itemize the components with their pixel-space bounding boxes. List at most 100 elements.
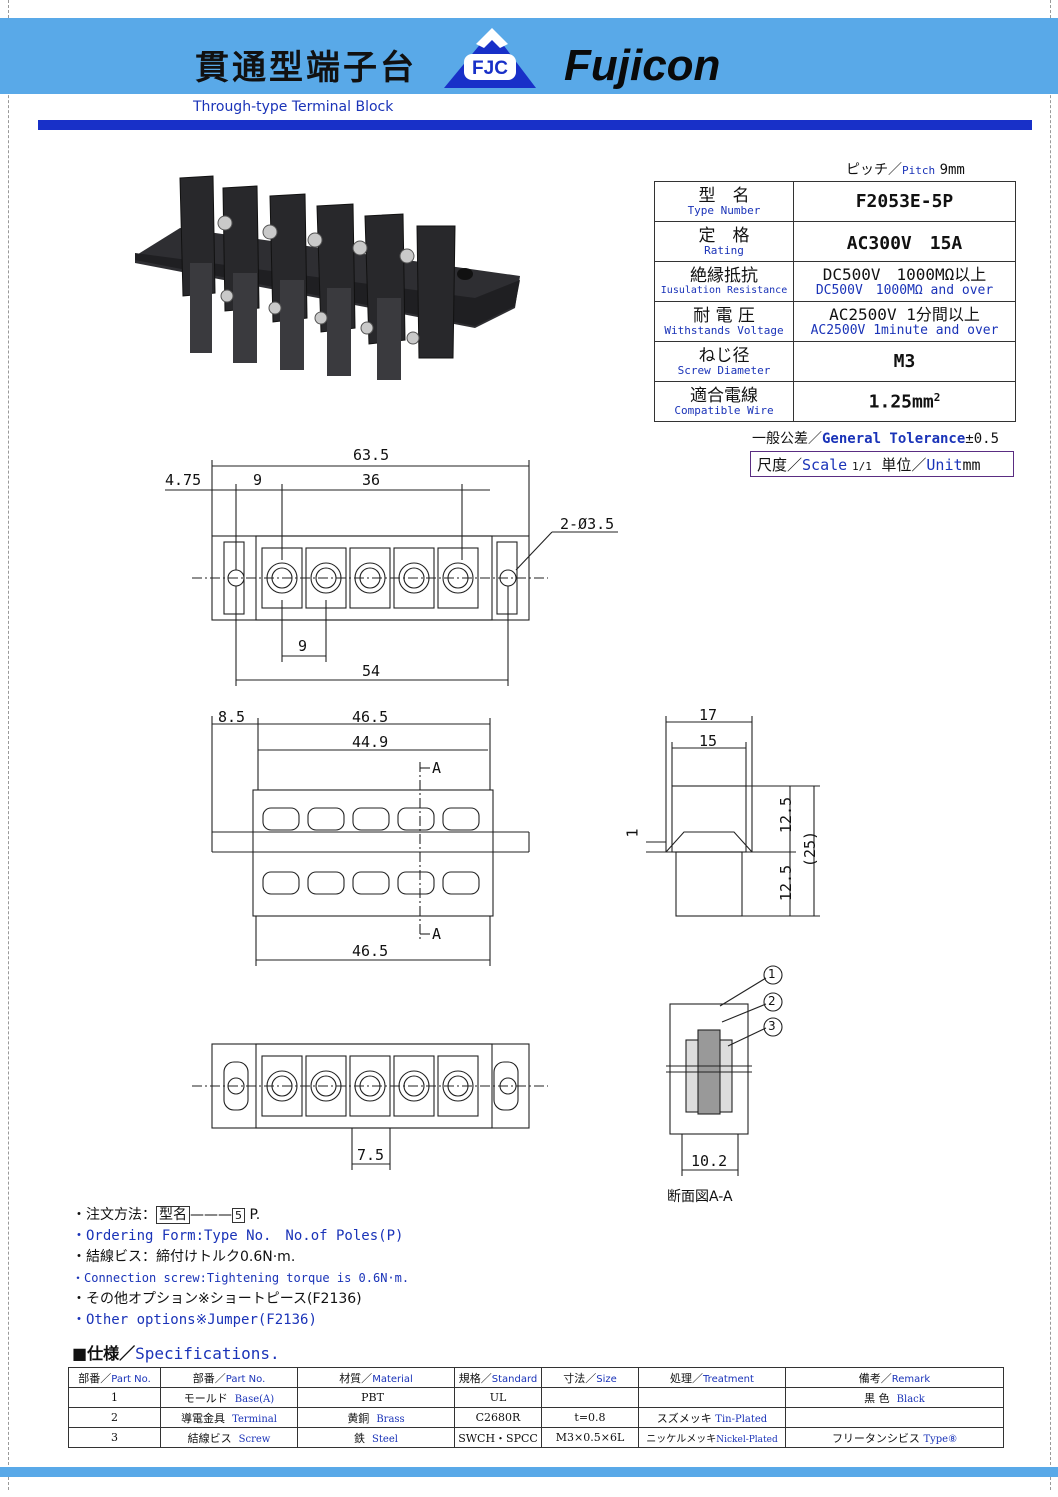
spec-label: 定 格 (698, 225, 750, 246)
spec-label: 耐 電 圧 (693, 305, 755, 326)
cell-name: 導電金具 (181, 1411, 226, 1425)
pitch-value: 9mm (939, 162, 965, 178)
col-header-en: Part No. (111, 1373, 151, 1385)
dim-pitch: 9 (253, 471, 263, 489)
col-header: 処理／ (670, 1371, 704, 1385)
unit-jp: 単位／ (881, 456, 927, 474)
cell-std: C2680R (454, 1407, 542, 1428)
spec-value: 1.25mm (868, 391, 934, 413)
cell-std: UL (454, 1387, 542, 1408)
col-header-en: Size (596, 1373, 617, 1385)
spec-heading-jp: ■仕様／ (72, 1344, 136, 1363)
cell-size (541, 1387, 639, 1408)
title-jp: 貫通型端子台 (195, 48, 417, 88)
cell-treat: スズメッキ (656, 1411, 712, 1425)
side-view (646, 716, 820, 917)
dim-front-c: 44.9 (352, 733, 389, 751)
cell-size: M3×0.5×6L (541, 1427, 639, 1448)
spec-heading-en: Specifications. (135, 1344, 280, 1363)
spec-label-en: Iusulation Resistance (660, 284, 788, 296)
col-header-en: Part No. (225, 1373, 266, 1385)
page-frame (8, 0, 1051, 1490)
note-box-poles: 5 (232, 1208, 245, 1223)
dim-front-a: 8.5 (218, 708, 246, 726)
cell-treat: ニッケルメッキ (646, 1434, 717, 1445)
cell-mat: PBT (361, 1391, 384, 1404)
dim-edge: 4.75 (165, 471, 202, 489)
table-row: 3 結線ビス Screw 鉄 Steel SWCH・SPCC M3×0.5×6L… (68, 1427, 1004, 1448)
dim-section-w: 10.2 (691, 1152, 728, 1170)
tolerance-value: ±0.5 (965, 431, 1000, 447)
dim-overall: 63.5 (353, 446, 390, 464)
cell-treat-en: Tin-Plated (715, 1413, 768, 1425)
dim-side-w2: 15 (699, 732, 718, 750)
dim-front-b: 46.5 (352, 708, 389, 726)
cell-no: 3 (68, 1427, 161, 1448)
scale-jp: 尺度／ (757, 456, 803, 474)
parts-header-row: 部番／Part No. 部番／Part No. 材質／Material 規格／S… (68, 1367, 1004, 1388)
dim-bottom-p: 7.5 (357, 1146, 385, 1164)
col-header: 備考／ (858, 1371, 892, 1385)
note-options: ・その他オプション※ショートピース(F2136) (72, 1291, 362, 1307)
spec-value: M3 (893, 351, 916, 372)
dim-front-d: 46.5 (352, 942, 389, 960)
col-header: 部番／ (192, 1371, 226, 1385)
notes: ・注文方法：型名———5 P. ・Ordering Form:Type No. … (72, 1205, 409, 1331)
top-view (165, 460, 618, 686)
cell-name: モールド (183, 1391, 228, 1405)
spec-label-en: Rating (704, 243, 744, 257)
section-caption: 断面図A-A (667, 1189, 733, 1205)
bottom-view (192, 1043, 548, 1170)
spec-value: AC2500V 1分間以上 (829, 304, 980, 324)
col-header-en: Treatment (703, 1373, 754, 1385)
spec-value: DC500V 1000MΩ以上 (822, 264, 987, 284)
section-mark-top: A (432, 759, 442, 777)
pitch-jp: ピッチ／ (846, 162, 902, 178)
scale-en: Scale (802, 456, 848, 474)
brand-name: Fujicon (564, 41, 720, 90)
cell-mat: 鉄 (354, 1431, 366, 1445)
cell-treat-en: Nickel-Plated (716, 1435, 778, 1445)
cell-rem: フリータンシビス (831, 1431, 920, 1445)
front-view (211, 716, 530, 966)
col-header-en: Material (372, 1373, 413, 1385)
note-options-en: ・Other options※Jumper(F2136) (72, 1312, 317, 1328)
cell-rem: 黒 色 (864, 1391, 890, 1405)
note-screw: ・結線ビス：締付けトルク0.6N·m. (72, 1249, 296, 1265)
col-header: 寸法／ (563, 1371, 597, 1385)
cell-name-en: Screw (238, 1433, 271, 1445)
note-screw-en: ・Connection screw:Tightening torque is 0… (72, 1271, 410, 1285)
dim-side-h2: 12.5 (777, 864, 796, 902)
col-header: 部番／ (78, 1371, 112, 1385)
tolerance-jp: 一般公差／ (752, 431, 822, 447)
tolerance: 一般公差／General Tolerance±0.5 (752, 428, 999, 448)
spec-value-sup: 2 (933, 390, 941, 404)
note-order: ・注文方法：型名———5 P. (72, 1206, 261, 1224)
spec-heading: ■仕様／Specifications. (72, 1340, 280, 1364)
cell-mat: 黄銅 (347, 1411, 370, 1425)
cell-mat-en: Steel (372, 1433, 398, 1445)
note-order-en: ・Ordering Form:Type No. No.of Poles(P) (72, 1228, 404, 1244)
dim-side-t: 1 (623, 828, 642, 838)
col-header-en: Standard (491, 1373, 538, 1385)
note-text: ・注文方法： (72, 1207, 156, 1223)
dim-hole: 2-Ø3.5 (560, 515, 615, 533)
spec-label: 絶縁抵抗 (690, 265, 758, 286)
cell-size: t=0.8 (541, 1407, 639, 1428)
cell-rem-en: Black (896, 1393, 925, 1405)
dim-holes: 54 (362, 662, 381, 680)
col-header-en: Remark (891, 1373, 931, 1385)
dim-side-h1: 12.5 (777, 796, 796, 834)
spec-value-en: AC2500V 1minute and over (810, 322, 999, 338)
col-header: 規格／ (458, 1371, 492, 1385)
cell-mat-en: Brass (376, 1413, 405, 1425)
spec-label: ねじ径 (698, 345, 750, 366)
dim-side-total: (25) (801, 830, 820, 868)
pitch-en: Pitch (902, 164, 936, 177)
